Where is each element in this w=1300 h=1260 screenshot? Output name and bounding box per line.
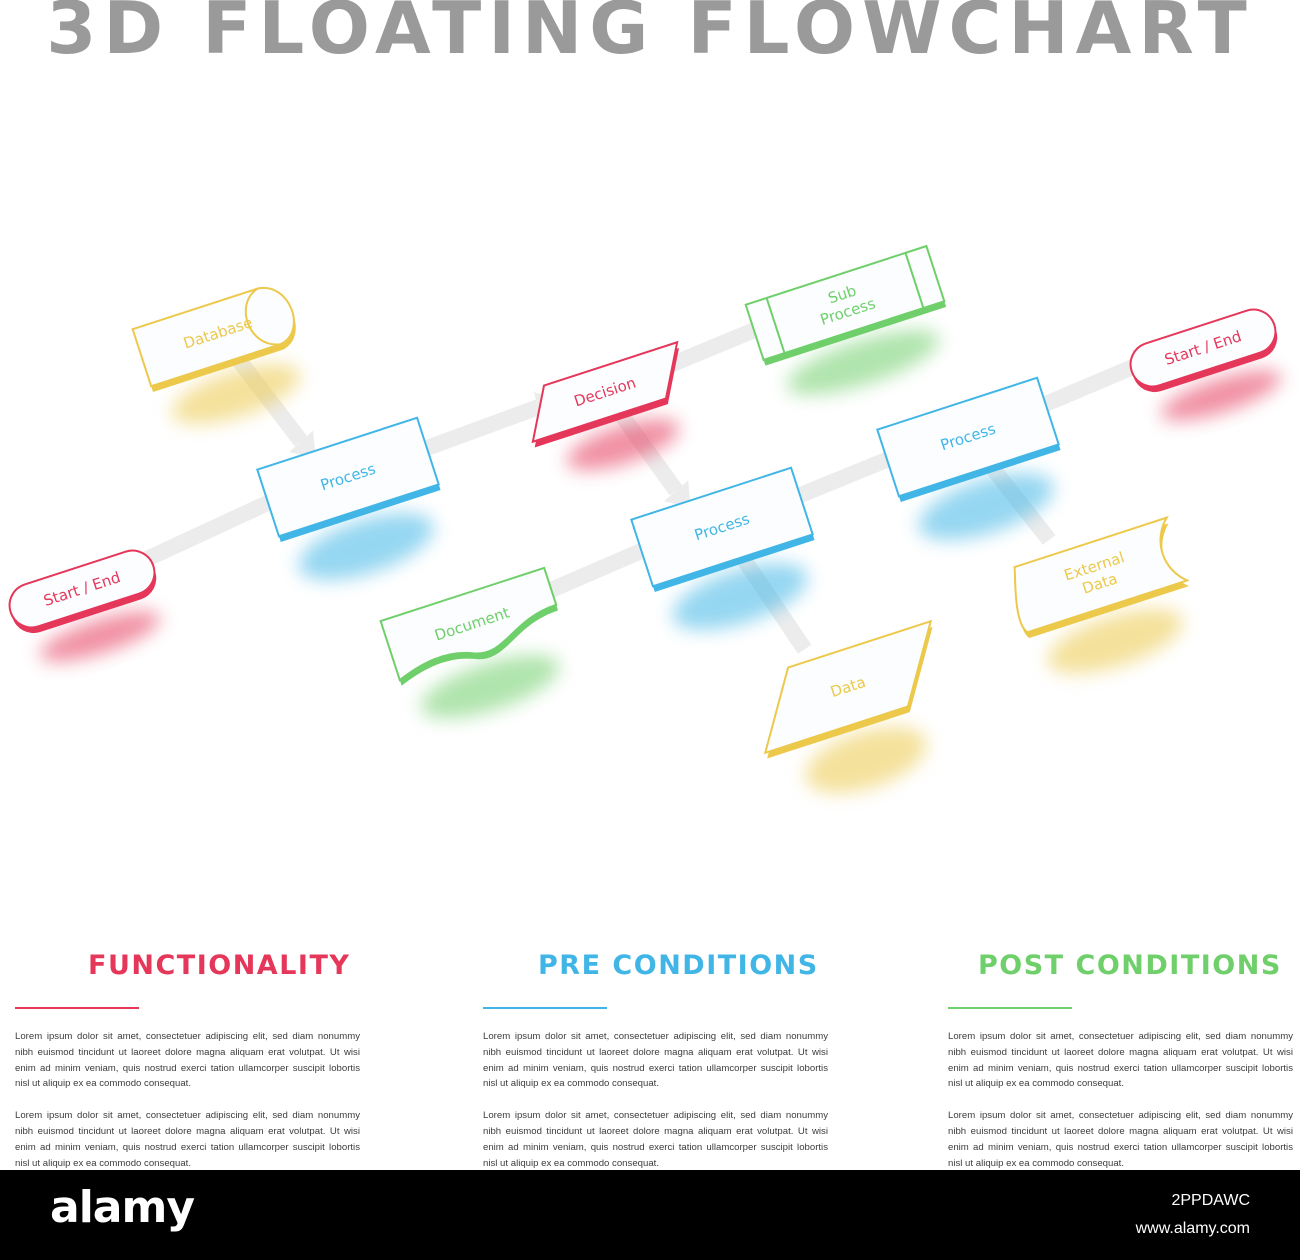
section-paragraph: Lorem ipsum dolor sit amet, consectetuer…	[483, 1031, 828, 1090]
node-face	[876, 376, 1060, 498]
connector-arrowhead	[664, 480, 691, 508]
node-process3: Process	[876, 376, 1061, 502]
section-divider	[483, 1007, 607, 1009]
node-face	[1013, 515, 1190, 634]
watermark-url: www.alamy.com	[1135, 1220, 1250, 1237]
node-process1: Process	[256, 416, 441, 542]
node-shadow	[1160, 370, 1282, 421]
node-external: ExternalData	[1013, 515, 1190, 639]
section-paragraph: Lorem ipsum dolor sit amet, consectetuer…	[948, 1031, 1293, 1090]
watermark-logo: alamy	[50, 1182, 195, 1233]
subprocess-bar	[904, 252, 925, 309]
node-database: Database	[131, 287, 296, 392]
node-data: Data	[763, 619, 933, 759]
subprocess-bar	[765, 297, 786, 354]
node-face	[379, 566, 558, 682]
section-paragraph: Lorem ipsum dolor sit amet, consectetuer…	[483, 1110, 828, 1169]
node-shadow	[1047, 608, 1183, 674]
section-functionality: FUNCTIONALITY Lorem ipsum dolor sit amet…	[15, 950, 360, 1171]
node-decision: Decision	[531, 340, 680, 448]
watermark-bar: alamy 2PPDAWC www.alamy.com	[0, 1170, 1300, 1260]
page-title: 3D FLOATING FLOWCHART	[46, 0, 1254, 70]
node-shadow	[786, 329, 940, 395]
node-shadow	[918, 473, 1054, 540]
section-paragraph: Lorem ipsum dolor sit amet, consectetuer…	[948, 1110, 1293, 1169]
section-divider	[948, 1007, 1072, 1009]
node-process2: Process	[630, 466, 815, 592]
node-shadow	[672, 563, 808, 630]
connector-arrowhead	[289, 430, 316, 458]
section-heading: POST CONDITIONS	[978, 950, 1282, 981]
node-face	[744, 244, 946, 362]
section-divider	[15, 1007, 139, 1009]
node-shadow	[298, 513, 434, 580]
node-face	[8, 549, 156, 629]
section-paragraph: Lorem ipsum dolor sit amet, consectetuer…	[15, 1031, 360, 1090]
section-pre-conditions: PRE CONDITIONS Lorem ipsum dolor sit ame…	[483, 950, 828, 1171]
section-paragraph: Lorem ipsum dolor sit amet, consectetuer…	[15, 1110, 360, 1169]
node-face	[531, 340, 679, 444]
node-subprocess: SubProcess	[744, 244, 947, 366]
node-start: Start / End	[8, 549, 157, 634]
node-end: Start / End	[1129, 308, 1278, 393]
node-shadow	[39, 611, 161, 662]
section-heading: FUNCTIONALITY	[88, 950, 351, 981]
node-shadow	[171, 363, 301, 425]
node-face	[763, 619, 933, 755]
node-document: Document	[379, 566, 559, 686]
database-arc	[244, 287, 281, 346]
node-shadow	[420, 655, 560, 719]
node-shadow	[566, 418, 680, 471]
node-face	[131, 287, 295, 388]
node-face	[630, 466, 814, 588]
section-heading: PRE CONDITIONS	[538, 950, 819, 981]
node-face	[256, 416, 440, 538]
node-shadow	[805, 726, 927, 793]
section-post-conditions: POST CONDITIONS Lorem ipsum dolor sit am…	[948, 950, 1293, 1171]
node-face	[1129, 308, 1277, 388]
watermark-image-id: 2PPDAWC	[1171, 1192, 1250, 1209]
